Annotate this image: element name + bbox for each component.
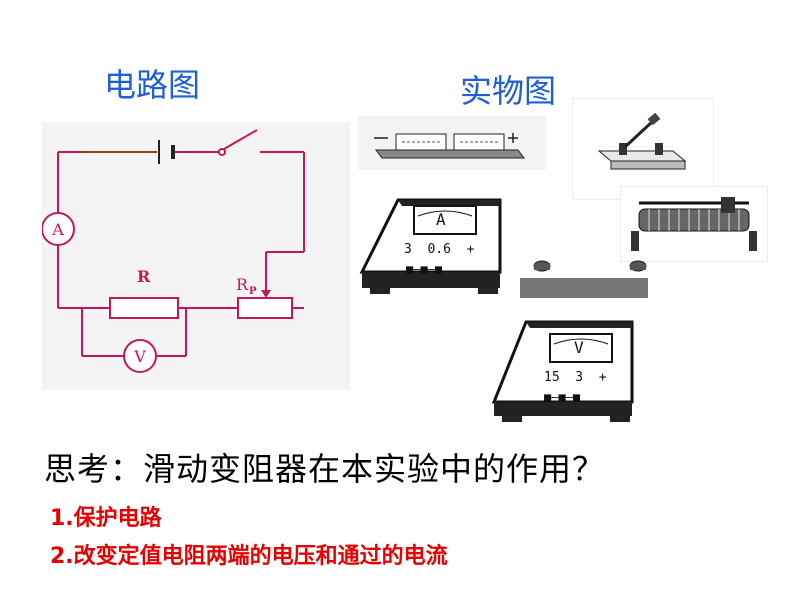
voltmeter-terminals: ■—■—■ bbox=[544, 390, 581, 404]
switch-picture bbox=[572, 98, 714, 200]
switch-blade bbox=[223, 129, 258, 150]
physical-diagram-heading: 实物图 bbox=[460, 72, 557, 110]
battery-base-icon bbox=[375, 149, 525, 159]
answer-item-1: 1.保护电路 bbox=[50, 506, 162, 531]
ammeter-face-letter: A bbox=[436, 210, 446, 229]
question-text: 思考：滑动变阻器在本实验中的作用？ bbox=[44, 450, 606, 488]
rheostat-coil-icon bbox=[638, 208, 750, 232]
switch-terminal-icon bbox=[655, 143, 663, 155]
circuit-schematic: A R R P V bbox=[41, 129, 305, 373]
switch-terminal-icon bbox=[619, 143, 627, 155]
ammeter-terminals: ■—■—■ bbox=[406, 262, 443, 276]
slider-arrow bbox=[261, 290, 271, 298]
battery-cell-icon bbox=[395, 133, 447, 151]
ammeter-scale-values: 3 0.6 + bbox=[404, 242, 475, 257]
rheostat-subscript: P bbox=[249, 286, 257, 297]
battery-pack-picture bbox=[358, 116, 546, 170]
resistor-label: R bbox=[137, 267, 151, 286]
ammeter-picture: A 3 0.6 + ■—■—■ bbox=[350, 176, 510, 316]
switch-base-icon bbox=[597, 150, 687, 162]
rheostat-symbol bbox=[237, 297, 293, 319]
battery-cell-icon bbox=[453, 133, 505, 151]
rheostat-picture bbox=[620, 186, 768, 262]
fixed-resistor-picture bbox=[520, 254, 648, 298]
rheostat-slider-icon bbox=[721, 197, 735, 213]
rheostat-label: R bbox=[236, 275, 249, 294]
voltmeter-face-letter: V bbox=[574, 338, 584, 357]
voltmeter-symbol bbox=[123, 339, 157, 373]
switch-lever-icon bbox=[623, 119, 655, 149]
circuit-diagram: A R R P V bbox=[41, 122, 350, 390]
voltmeter-picture: V 15 3 + ■—■—■ bbox=[464, 298, 636, 432]
answer-item-2: 2.改变定值电阻两端的电压和通过的电流 bbox=[50, 544, 448, 569]
ammeter-letter: A bbox=[51, 220, 64, 239]
ammeter-symbol bbox=[41, 212, 75, 246]
switch-pivot bbox=[218, 148, 226, 156]
resistor-block-icon bbox=[520, 278, 648, 298]
circuit-diagram-heading: 电路图 bbox=[104, 66, 201, 104]
resistor-symbol bbox=[109, 297, 179, 319]
voltmeter-letter: V bbox=[133, 347, 146, 366]
voltmeter-scale-values: 15 3 + bbox=[544, 370, 607, 385]
